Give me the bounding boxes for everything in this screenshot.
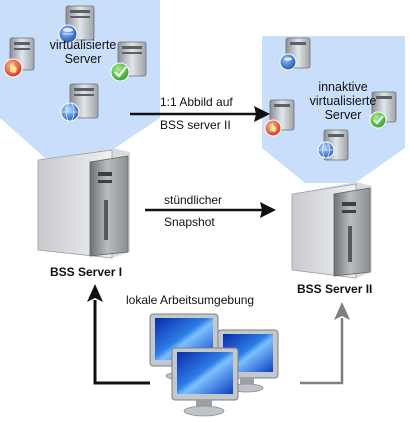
arrow-copy-label-line2: BSS server II (160, 118, 231, 132)
arrow-snapshot-label-line1: stündlicher (164, 193, 223, 207)
server-1-title: BSS Server I (50, 265, 123, 279)
cloud-label-server-2: innaktive virtualisierte Server (296, 80, 390, 122)
inactive-server-flame-icon (264, 99, 295, 137)
workstations-label: lokale Arbeitsumgebung (126, 293, 255, 307)
cloud-label-server-1-line1: virtualisierte (49, 38, 117, 52)
virtual-server-db-icon (58, 5, 95, 44)
arrow-workstations-to-server-1 (87, 284, 150, 385)
inactive-server-db-icon (279, 37, 311, 71)
arrow-copy-to-server-2 (130, 106, 270, 122)
server-2-tower (291, 182, 372, 279)
inactive-server-check-icon (369, 91, 397, 129)
virtual-server-flame-icon (3, 37, 35, 78)
arrow-workstations-to-server-2 (300, 302, 350, 385)
cloud-label-server-2-line1: innaktive (318, 80, 368, 94)
cloud-area-server-1 (0, 0, 160, 158)
cloud-label-server-2-line2: virtualisierte (309, 94, 377, 108)
server-1-tower (37, 148, 130, 259)
workstation-monitor-front (171, 347, 239, 417)
inactive-server-globe-icon (317, 129, 349, 161)
cloud-label-server-2-line3: Server (324, 108, 362, 122)
cloud-label-server-1: virtualisierte Server (38, 38, 128, 66)
arrow-snapshot-label-line2: Snapshot (164, 215, 215, 229)
cloud-label-server-1-line2: Server (64, 52, 102, 66)
arrow-snapshot (145, 202, 276, 218)
virtual-server-check-icon (110, 41, 147, 82)
server-2-title: BSS Server II (297, 282, 373, 296)
virtual-server-globe-icon (60, 83, 99, 122)
cloud-area-server-2 (262, 36, 405, 183)
arrow-copy-label-line1: 1:1 Abbild auf (160, 95, 233, 109)
